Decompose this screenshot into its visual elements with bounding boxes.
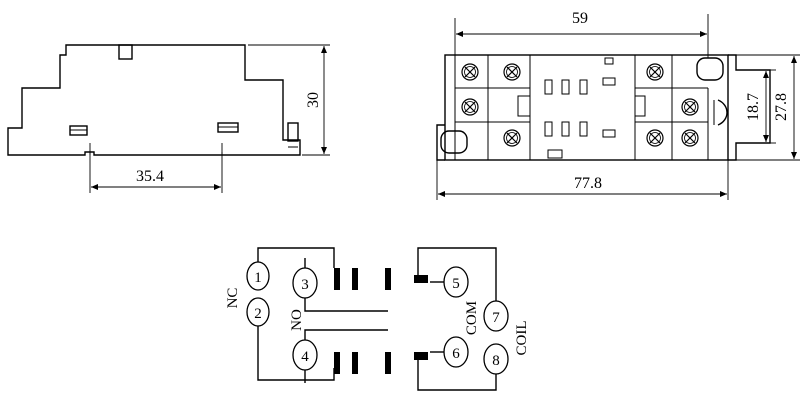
contacts [334, 268, 428, 374]
wires [257, 247, 497, 391]
rail-width-dimension: 35.4 [89, 143, 223, 193]
top-width-label: 59 [572, 10, 588, 27]
terminal-3-label: 3 [301, 277, 309, 293]
pin-slots [544, 57, 616, 159]
terminal-1: 1 [246, 261, 270, 291]
screw-icon [646, 129, 664, 147]
depth-inner-dimension: 18.7 [745, 69, 776, 144]
screw-icon [503, 63, 521, 81]
nc-label: NC [225, 288, 241, 309]
depth-inner-label: 18.7 [745, 93, 762, 121]
side-view [7, 44, 301, 156]
mount-hole-left [440, 130, 468, 154]
depth-outer-label: 27.8 [773, 93, 790, 121]
terminal-2-label: 2 [254, 306, 262, 322]
wiring-schematic: 1 2 3 4 5 6 7 8 NC NO [225, 247, 530, 391]
screw-icon [503, 129, 521, 147]
overall-length-dimension: 77.8 [436, 160, 729, 200]
terminal-7: 7 [483, 300, 509, 332]
mount-hole-right [696, 57, 724, 81]
screw-icon [681, 98, 699, 116]
top-view [436, 54, 771, 161]
depth-outer-dimension: 27.8 [728, 54, 800, 161]
no-label: NO [289, 309, 305, 331]
screw-icon [461, 98, 479, 116]
screw-icon [461, 63, 479, 81]
top-width-dimension: 59 [454, 10, 709, 58]
terminal-7-label: 7 [492, 310, 500, 326]
rail-width-label: 35.4 [136, 168, 164, 185]
top-latch [118, 44, 133, 60]
side-view-outline [7, 44, 301, 156]
terminal-6: 6 [443, 336, 469, 368]
top-view-outline [444, 54, 729, 161]
side-tab [287, 122, 299, 142]
screw-icon [681, 129, 699, 147]
terminal-4-label: 4 [301, 349, 309, 365]
terminal-6-label: 6 [452, 346, 460, 362]
terminal-8-label: 8 [492, 353, 500, 369]
terminal-2: 2 [246, 297, 270, 327]
overall-length-label: 77.8 [574, 175, 602, 192]
terminal-3: 3 [292, 267, 318, 299]
side-height-label: 30 [305, 92, 322, 108]
side-height-dimension: 30 [248, 44, 330, 156]
terminal-4: 4 [292, 339, 318, 371]
coil-label: COIL [514, 321, 530, 356]
terminal-5-label: 5 [452, 276, 460, 292]
terminal-5: 5 [443, 266, 469, 298]
screw-icon [646, 63, 664, 81]
terminal-1-label: 1 [254, 270, 262, 286]
terminal-8: 8 [483, 343, 509, 375]
com-label: COM [464, 301, 480, 335]
